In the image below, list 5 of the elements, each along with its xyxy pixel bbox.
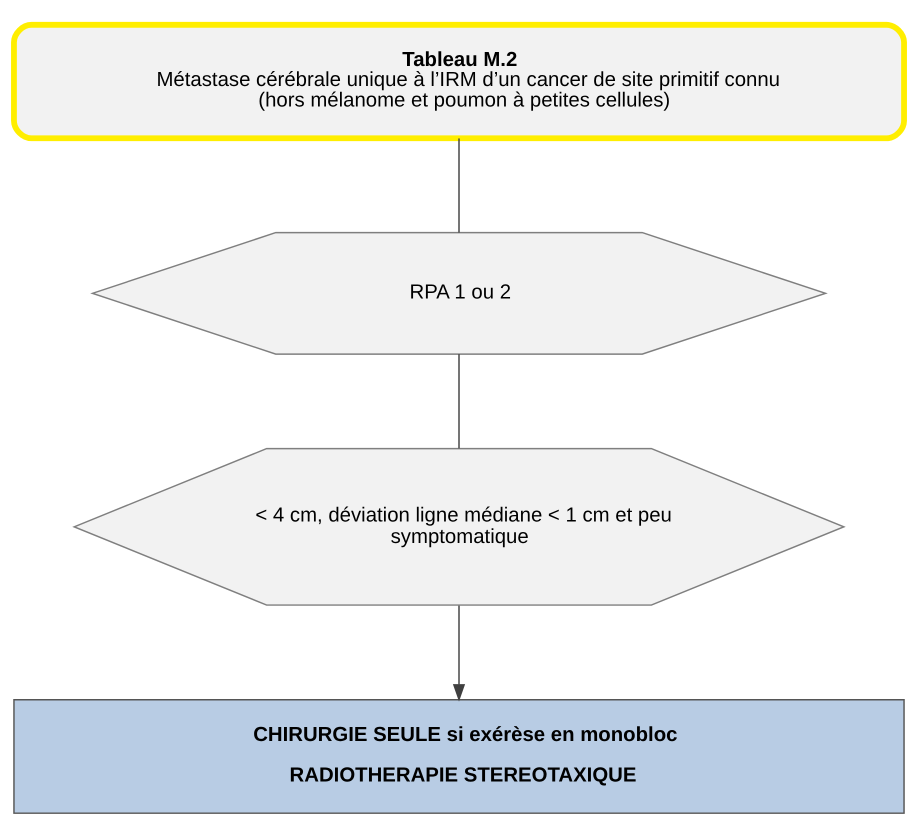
connector (458, 354, 460, 448)
arrow (452, 605, 466, 702)
node-box: CHIRURGIE SEULE si exérèse en monobloc RADIOTHERAPIE STEREOTAXIQUE (13, 698, 905, 814)
connector (458, 138, 460, 232)
node-box: Tableau M.2 Métastase cérébrale unique à l’IRM d’un cancer de site primitif connu (hors mélanome et poumon à petites cellules) (11, 21, 907, 141)
